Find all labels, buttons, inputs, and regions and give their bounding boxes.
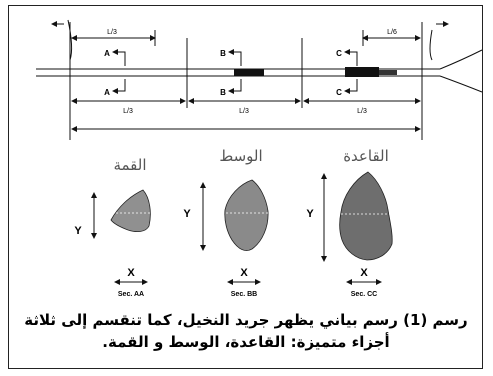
dim-label-bottom-left: L/3 (123, 108, 133, 115)
caption-line-2: أجزاء متميزة: القاعدة، الوسط و القمة. (102, 333, 390, 351)
cut-marker-a (112, 49, 126, 94)
cross-section-aa (110, 189, 151, 233)
x-label-cc: X (360, 267, 368, 279)
cut-label-c-top: C (336, 49, 342, 58)
frond-base-flare (439, 49, 483, 93)
figure-caption: رسم (1) رسم بياني يظهر جريد النخيل، كما … (16, 309, 476, 353)
section-title-base: القاعدة (343, 147, 389, 165)
cut-marker-c (344, 49, 358, 94)
x-label-bb: X (240, 267, 248, 279)
cut-label-c-bottom: C (336, 88, 342, 97)
cut-label-a-top: A (104, 49, 110, 58)
cut-marker-b (228, 49, 242, 94)
band-middle (234, 69, 264, 76)
cut-label-b-bottom: B (220, 88, 226, 97)
dim-label-bottom-right: L/3 (357, 108, 367, 115)
dim-label-bottom-middle: L/3 (239, 108, 249, 115)
x-label-aa: X (127, 267, 135, 279)
band-base (345, 67, 379, 77)
dim-label-top-right: L/6 (387, 29, 397, 36)
cut-label-a-bottom: A (104, 88, 110, 97)
cross-section-bb (224, 179, 269, 251)
y-label-bb: Y (183, 208, 191, 220)
y-label-aa: Y (74, 225, 82, 237)
top-left-bracket (67, 19, 73, 61)
band-base-thin (379, 70, 397, 75)
cross-section-cc (339, 171, 393, 261)
top-right-bracket (429, 29, 433, 61)
y-label-cc: Y (306, 208, 314, 220)
dim-label-top-left: L/3 (107, 29, 117, 36)
sec-label-aa: Sec. AA (118, 291, 144, 298)
sec-label-cc: Sec. CC (351, 291, 377, 298)
sec-label-bb: Sec. BB (231, 291, 257, 298)
section-title-middle: الوسط (219, 147, 262, 165)
caption-line-1: رسم (1) رسم بياني يظهر جريد النخيل، كما … (24, 311, 468, 329)
cut-label-b-top: B (220, 49, 226, 58)
section-title-top: القمة (113, 156, 146, 174)
